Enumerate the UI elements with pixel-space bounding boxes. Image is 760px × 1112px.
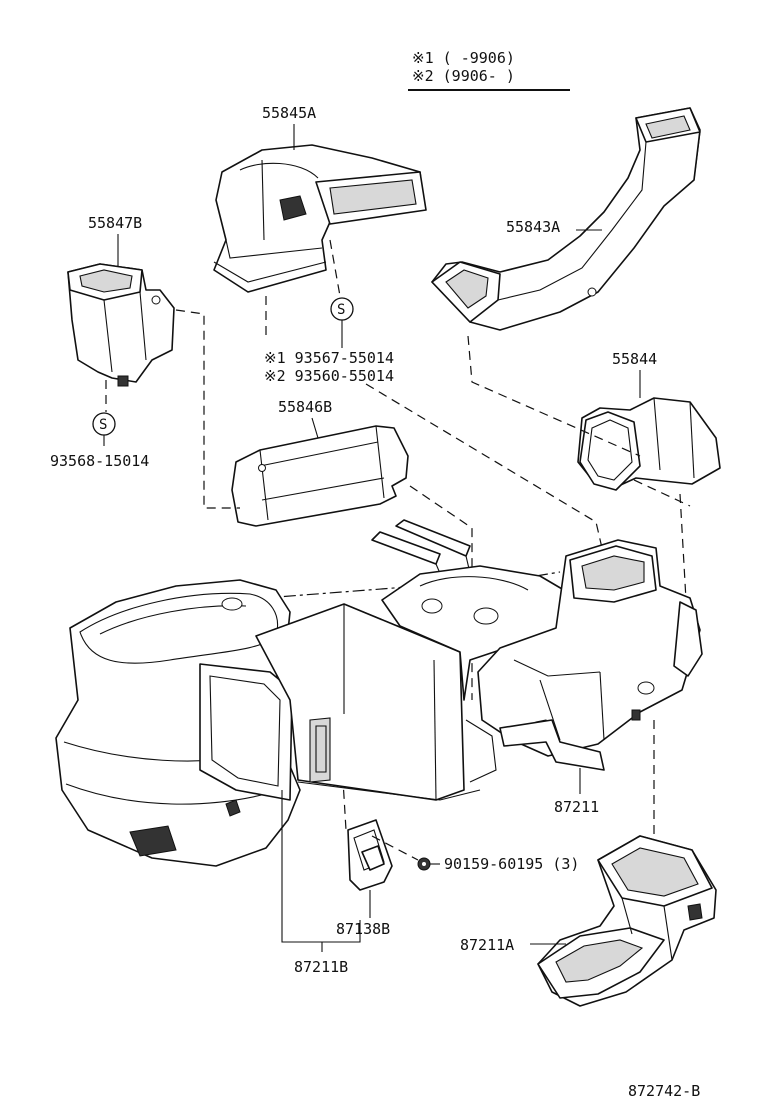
- part-55846B-duct[interactable]: [231, 425, 409, 527]
- label-93568-15014: 93568-15014: [50, 452, 149, 470]
- part-87138B-resistor[interactable]: [347, 819, 393, 891]
- screw-symbol-center: S: [330, 297, 354, 321]
- bracket-87211B: [281, 790, 361, 943]
- label-87138B: 87138B: [336, 920, 390, 938]
- legend: ※1 ( -9906) ※2 (9906- ): [408, 49, 570, 91]
- label-90159-60195: 90159-60195 (3): [444, 855, 579, 873]
- part-55845A-duct[interactable]: [213, 144, 427, 293]
- screw-90159[interactable]: [417, 857, 431, 871]
- label-55843A: 55843A: [506, 218, 560, 236]
- svg-text:S: S: [99, 417, 107, 433]
- label-55847B: 55847B: [88, 214, 142, 232]
- screw-symbol-left: S: [92, 412, 116, 436]
- label-87211B: 87211B: [294, 958, 348, 976]
- label-93560-55014: ※2 93560-55014: [264, 367, 394, 385]
- diagram-id: 872742-B: [628, 1082, 700, 1100]
- label-87211A: 87211A: [460, 936, 514, 954]
- part-55843A-duct[interactable]: [431, 107, 701, 331]
- legend-line-1: ※1 ( -9906): [412, 49, 515, 67]
- label-93567-55014: ※1 93567-55014: [264, 349, 394, 367]
- part-55844-duct[interactable]: [577, 397, 721, 491]
- label-87211: 87211: [554, 798, 599, 816]
- part-55847B-duct[interactable]: [67, 263, 175, 387]
- label-55846B: 55846B: [278, 398, 332, 416]
- main-ac-unit[interactable]: [55, 519, 703, 867]
- label-55845A: 55845A: [262, 104, 316, 122]
- label-55844: 55844: [612, 350, 657, 368]
- svg-text:S: S: [337, 302, 345, 318]
- leader-55846B: [311, 417, 319, 439]
- part-87211A-duct[interactable]: [537, 835, 717, 1007]
- legend-line-2: ※2 (9906- ): [412, 67, 515, 85]
